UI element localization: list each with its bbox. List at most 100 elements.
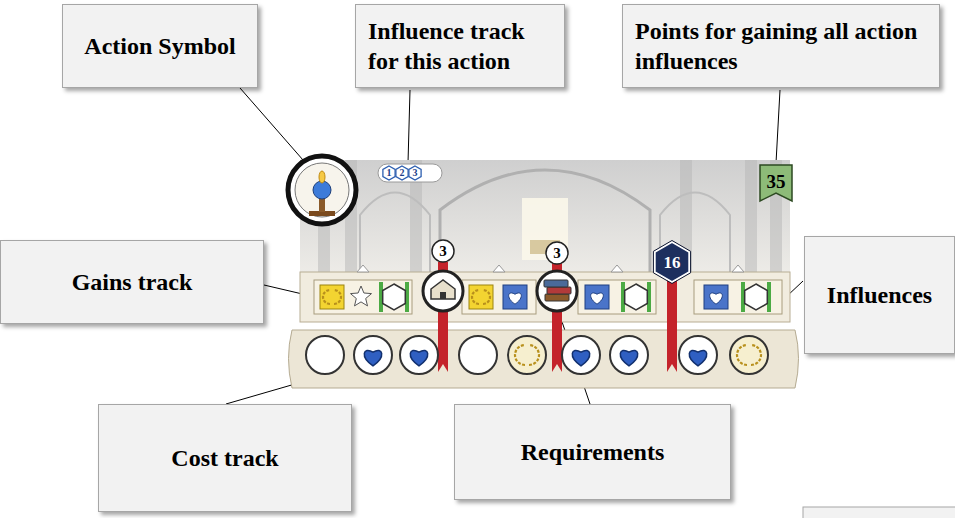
action-symbol-ground — [295, 163, 349, 217]
card-number: 2 — [400, 168, 405, 178]
card-number: 16 — [664, 254, 681, 271]
card-number: 3 — [439, 244, 447, 259]
favour-token — [704, 285, 728, 309]
cost-slot — [610, 336, 648, 374]
requirement-ribbon — [438, 322, 448, 372]
card-number: 3 — [413, 168, 418, 178]
church-arch — [660, 193, 730, 273]
leader-line — [408, 90, 410, 163]
cost-slot — [562, 336, 600, 374]
book-icon — [545, 294, 569, 301]
gain-marker — [611, 265, 623, 272]
gold-token — [469, 285, 493, 309]
card-number: 3 — [553, 246, 561, 261]
house-door — [440, 292, 446, 299]
influence-hex — [745, 284, 768, 310]
requirement-ribbon — [667, 322, 677, 372]
heart-icon — [591, 293, 604, 304]
callout-text: Requirements — [467, 437, 718, 467]
gain-slot — [462, 280, 536, 314]
lamp-globe — [313, 181, 331, 199]
cost-slot — [459, 336, 497, 374]
star-icon — [351, 286, 372, 306]
laurel-leaf — [515, 345, 525, 365]
building-requirement — [423, 271, 463, 311]
influence-bracket-gap — [625, 282, 647, 312]
cost-slot — [400, 336, 438, 374]
count-badge — [546, 242, 568, 264]
influence-hex — [409, 166, 421, 180]
lamp-flame — [319, 171, 325, 183]
cost-slot — [730, 336, 768, 374]
laurel-leaf — [483, 290, 490, 304]
leader-line — [240, 88, 303, 160]
card-number: 35 — [767, 172, 786, 191]
callout-box: Points for gaining all action influences — [622, 4, 940, 88]
laurel-leaf — [529, 345, 539, 365]
partial-callout-box — [803, 507, 955, 518]
heart-icon — [509, 293, 522, 304]
influence-bracket — [621, 282, 651, 312]
score-requirement-hex-edge — [653, 241, 690, 284]
heart-cost — [410, 350, 427, 365]
heart-cost — [620, 350, 637, 365]
callout-text: Gains track — [13, 267, 251, 297]
gains-band — [300, 272, 790, 322]
laurel-leaf — [472, 290, 479, 304]
influence-hex — [383, 284, 406, 310]
heart-cost — [364, 350, 381, 365]
influence-bracket-gap — [383, 282, 405, 312]
callout-box: Requirements — [454, 404, 731, 500]
gain-marker — [732, 265, 744, 272]
callout-text: Points for gaining all action influences — [635, 16, 927, 76]
callout-text: Influences — [817, 280, 942, 310]
gain-marker — [357, 265, 369, 272]
influence-track-strip — [378, 164, 442, 182]
callout-box: Influences — [804, 236, 955, 354]
book-icon — [547, 287, 571, 294]
favour-token — [585, 285, 609, 309]
influence-hex — [625, 284, 648, 310]
books-requirement — [537, 271, 577, 311]
heart-icon — [710, 293, 723, 304]
callout-box: Gains track — [0, 240, 264, 324]
callout-text: Influence track for this action — [368, 16, 552, 76]
church-arch — [440, 170, 650, 272]
cost-slot — [679, 336, 717, 374]
house-icon — [431, 280, 455, 299]
gain-slot — [578, 280, 656, 314]
callout-box: Influence track for this action — [355, 4, 565, 88]
callout-box: Cost track — [98, 404, 352, 512]
heart-cost — [572, 350, 589, 365]
laurel-leaf — [323, 290, 330, 304]
action-card — [288, 156, 799, 388]
cost-slot — [508, 336, 546, 374]
influence-bracket — [379, 282, 409, 312]
cost-band — [289, 330, 799, 388]
card-number: 1 — [387, 168, 392, 178]
laurel-leaf — [751, 345, 761, 365]
church-column — [745, 160, 757, 272]
favour-token — [503, 285, 527, 309]
gold-token — [320, 285, 344, 309]
influence-bracket-gap — [745, 282, 767, 312]
book-icon — [544, 280, 568, 287]
gain-slot — [314, 280, 412, 314]
requirement-ribbon — [552, 322, 562, 372]
heart-cost — [689, 350, 706, 365]
influence-bracket — [741, 282, 771, 312]
callout-text: Action Symbol — [75, 31, 245, 61]
influence-hex — [396, 166, 408, 180]
cost-slot — [306, 336, 344, 374]
action-symbol-ring — [288, 156, 356, 224]
callout-text: Cost track — [111, 443, 339, 473]
callout-box: Action Symbol — [62, 4, 258, 88]
gain-slot — [694, 280, 782, 314]
leader-line — [776, 90, 780, 163]
influence-hex — [383, 166, 395, 180]
cost-slot — [354, 336, 392, 374]
church-arch — [360, 193, 430, 273]
points-banner — [760, 165, 792, 201]
count-badge — [432, 240, 454, 262]
